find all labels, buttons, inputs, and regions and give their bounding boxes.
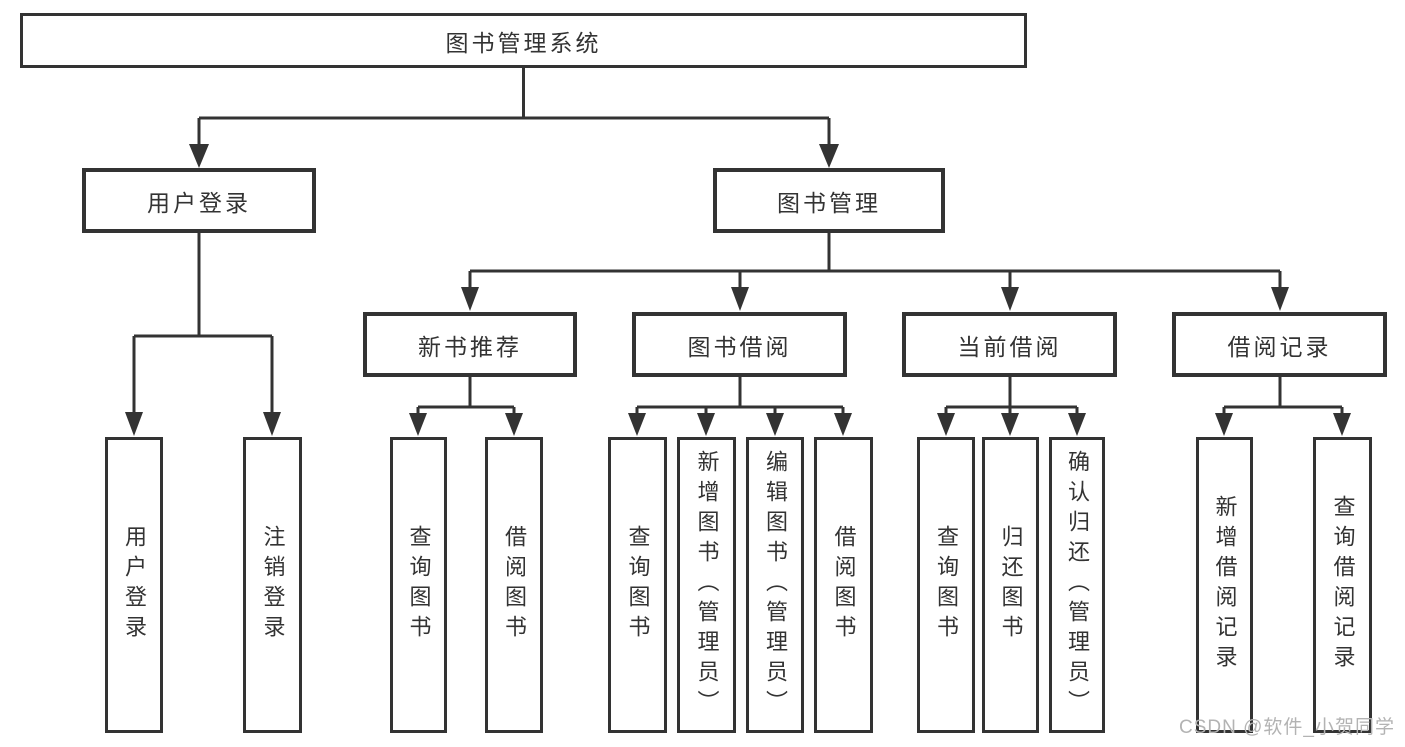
node-book-management: 图书管理 <box>713 168 945 233</box>
leaf-bb-query-books: 查询图书 <box>608 437 667 733</box>
leaf-bb-borrow-books: 借阅图书 <box>814 437 873 733</box>
leaf-bb-edit-book-admin: 编辑图书（管理员） <box>746 437 804 733</box>
leaf-bb-query-books-label: 查询图书 <box>625 525 651 645</box>
leaf-bb-add-book-admin: 新增图书（管理员） <box>677 437 736 733</box>
node-user-login: 用户登录 <box>82 168 316 233</box>
leaf-cb-confirm-return-admin: 确认归还（管理员） <box>1049 437 1105 733</box>
leaf-br-add-borrow-record-label: 新增借阅记录 <box>1212 495 1238 675</box>
leaf-bb-add-book-admin-label: 新增图书（管理员） <box>694 450 720 720</box>
leaf-logout-login: 注销登录 <box>243 437 302 733</box>
leaf-nbr-borrow-books-label: 借阅图书 <box>502 525 527 645</box>
leaf-nbr-query-books: 查询图书 <box>390 437 447 733</box>
node-new-book-recommendation: 新书推荐 <box>363 312 577 377</box>
leaf-cb-return-books-label: 归还图书 <box>998 525 1024 645</box>
node-root: 图书管理系统 <box>20 13 1027 68</box>
leaf-bb-borrow-books-label: 借阅图书 <box>831 525 857 645</box>
node-borrowing-records: 借阅记录 <box>1172 312 1387 377</box>
leaf-nbr-query-books-label: 查询图书 <box>406 525 432 645</box>
leaf-bb-edit-book-admin-label: 编辑图书（管理员） <box>763 450 788 720</box>
node-book-borrowing: 图书借阅 <box>632 312 847 377</box>
leaf-br-query-borrow-record-label: 查询借阅记录 <box>1330 495 1356 675</box>
leaf-br-add-borrow-record: 新增借阅记录 <box>1196 437 1253 733</box>
node-current-borrowing: 当前借阅 <box>902 312 1117 377</box>
leaf-cb-return-books: 归还图书 <box>982 437 1039 733</box>
leaf-logout-login-label: 注销登录 <box>260 525 286 645</box>
leaf-cb-query-books: 查询图书 <box>917 437 975 733</box>
leaf-user-login-label: 用户登录 <box>122 525 147 645</box>
watermark: CSDN @软件_小贺同学 <box>1179 717 1395 738</box>
leaf-user-login: 用户登录 <box>105 437 163 733</box>
leaf-br-query-borrow-record: 查询借阅记录 <box>1313 437 1372 733</box>
leaf-cb-confirm-return-admin-label: 确认归还（管理员） <box>1065 450 1090 720</box>
leaf-nbr-borrow-books: 借阅图书 <box>485 437 543 733</box>
leaf-cb-query-books-label: 查询图书 <box>934 525 959 645</box>
